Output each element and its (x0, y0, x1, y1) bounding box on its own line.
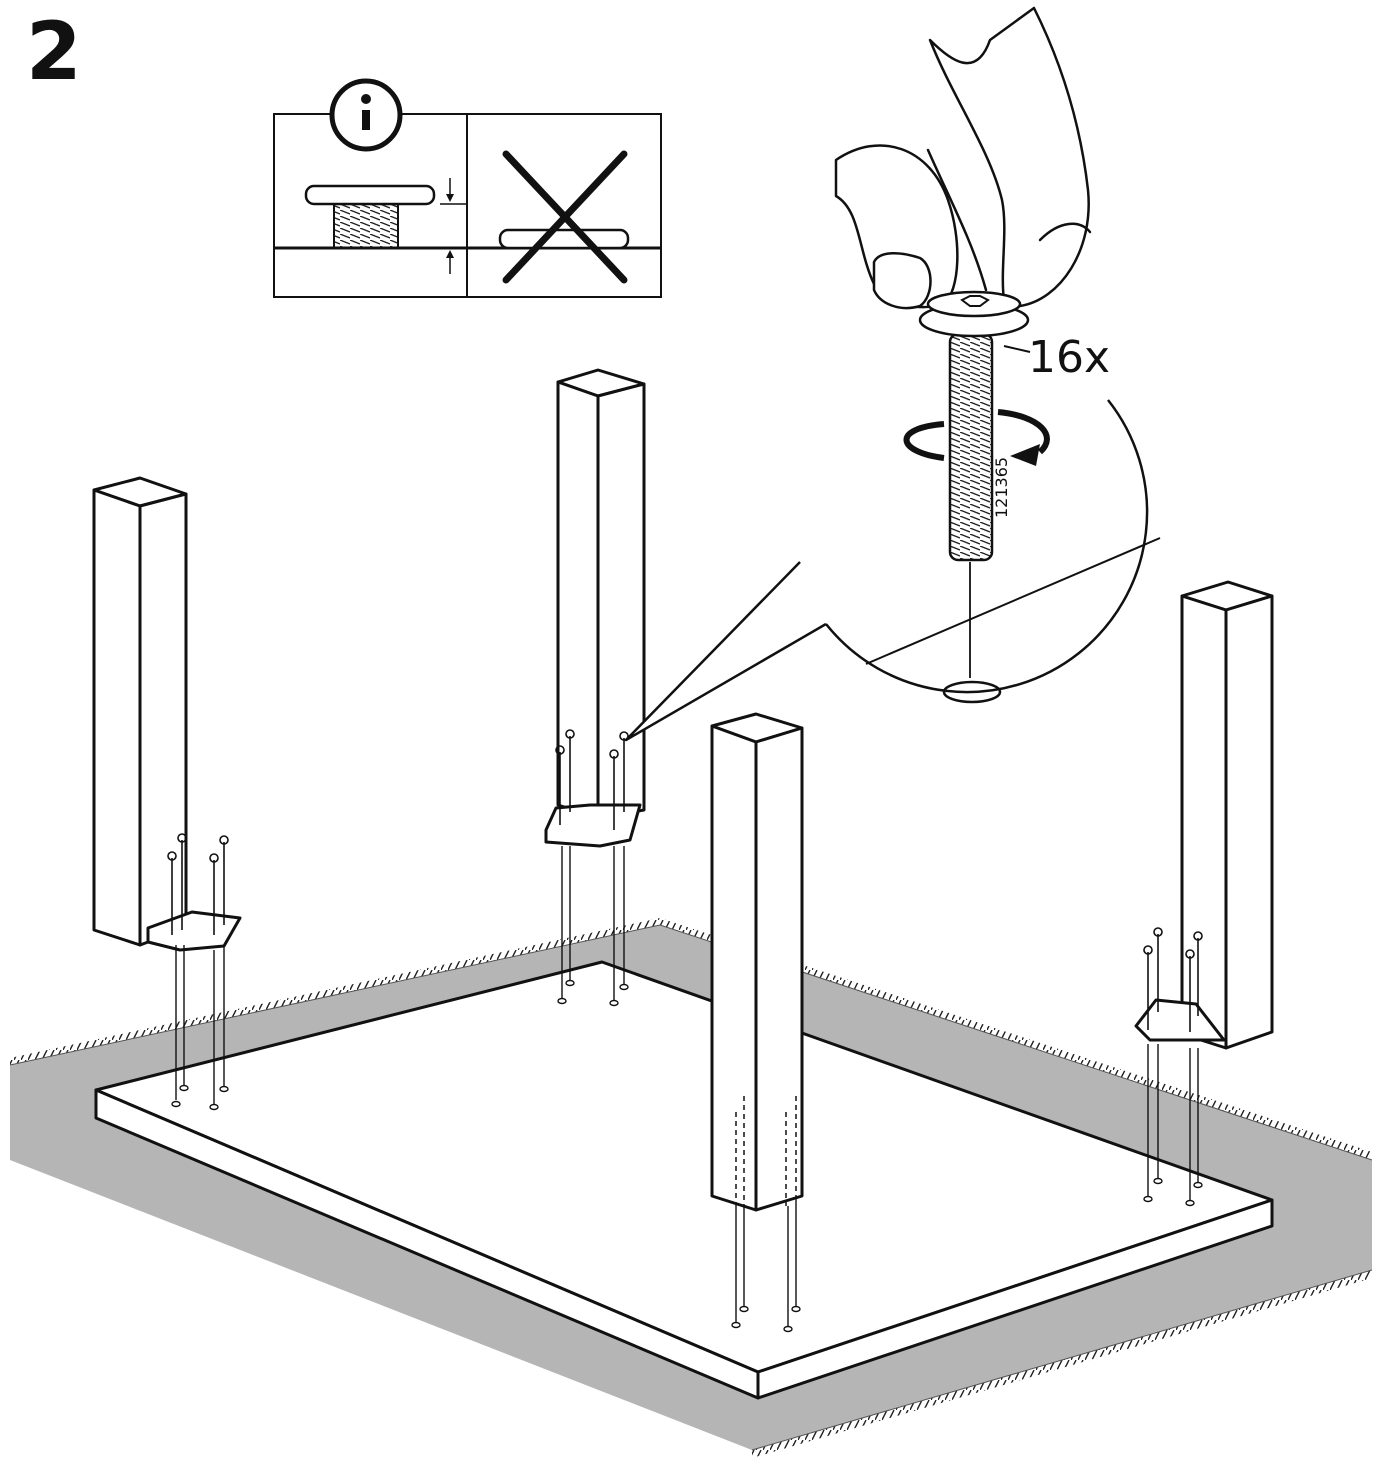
leg-front (710, 712, 804, 1333)
screw-head (918, 290, 1030, 338)
info-box (273, 78, 662, 298)
quantity-label: 16x (1028, 332, 1111, 383)
leg-left (92, 476, 242, 1111)
correct-example (304, 178, 466, 274)
part-number: 121365 (992, 456, 1011, 518)
cross-mark-icon (502, 150, 628, 284)
detail-callout (624, 332, 1161, 742)
wrong-example (498, 150, 630, 284)
info-icon (329, 78, 403, 152)
leg-right (1134, 580, 1274, 1207)
leg-back (544, 368, 646, 1007)
rotate-arrow-icon (903, 409, 1050, 466)
step-number: 2 (26, 5, 82, 98)
table-top (94, 960, 1274, 1400)
hand (834, 6, 1092, 310)
